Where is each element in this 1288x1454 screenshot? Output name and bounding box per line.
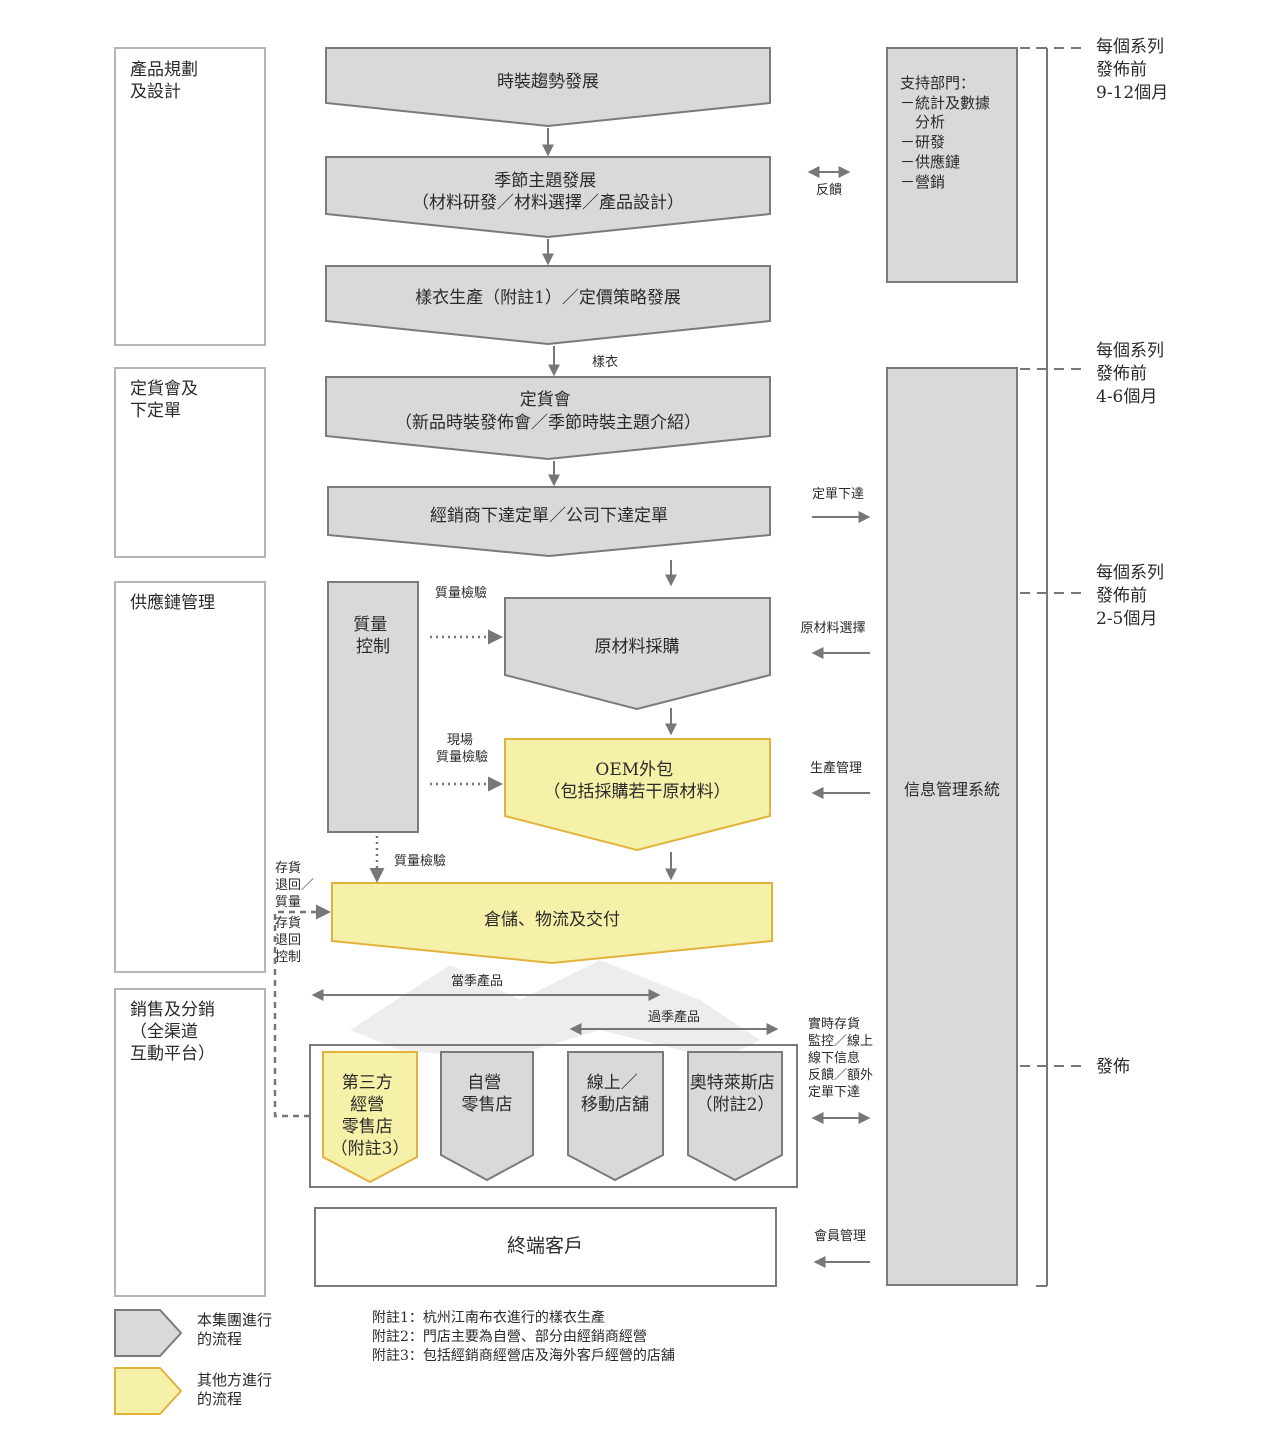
step-warehousing bbox=[331, 882, 773, 965]
timeline-label-2-5: 每個系列 發佈前 2-5個月 bbox=[1096, 563, 1169, 629]
timeline-label-4-6: 每個系列 發佈前 4-6個月 bbox=[1096, 341, 1169, 407]
step-sample-label: 樣衣生產（附註1）／定價策略發展 bbox=[415, 288, 681, 308]
step-trend bbox=[325, 47, 771, 128]
stage-label-design: 產品規劃 及設計 bbox=[130, 60, 203, 102]
channel-third-party-label: 第三方 經營 零售店 （附註3） bbox=[331, 1073, 410, 1159]
step-place-orders-label: 經銷商下達定單／公司下達定單 bbox=[430, 506, 668, 526]
step-theme-label: 季節主題發展 （材料研發／材料選擇／產品設計） bbox=[412, 171, 684, 213]
support-departments-box bbox=[886, 47, 1018, 283]
main-flow-arrows bbox=[542, 128, 677, 881]
return-label-right: 存貨 退回 控制 bbox=[275, 915, 305, 965]
stage-label-supply-chain: 供應鏈管理 bbox=[130, 592, 215, 613]
qc-inspect-label-1: 質量檢驗 bbox=[435, 585, 487, 601]
realtime-label: 實時存貨 監控／線上 線下信息 反饋／額外 定單下達 bbox=[808, 1016, 877, 1100]
timeline-bracket bbox=[1036, 47, 1048, 1287]
step-order-fair bbox=[325, 376, 771, 461]
stage-frame-sales bbox=[114, 988, 266, 1297]
step-trend-label: 時裝趨勢發展 bbox=[497, 72, 599, 92]
channel-self-operated bbox=[440, 1051, 534, 1182]
info-system-arrows bbox=[807, 166, 871, 1268]
qc-inspect-label-2: 質量檢驗 bbox=[394, 853, 446, 869]
quality-control-label: 質量 控制 bbox=[353, 615, 392, 657]
step-oem bbox=[504, 738, 771, 852]
channel-outlet-label: 奧特萊斯店 （附註2） bbox=[690, 1073, 780, 1115]
order-issue-label: 定單下達 bbox=[812, 487, 864, 502]
legend-gray-swatch bbox=[114, 1309, 183, 1357]
channel-third-party bbox=[322, 1051, 418, 1184]
stage-label-ordering: 定貨會及 下定單 bbox=[130, 379, 203, 421]
step-warehousing-label: 倉儲、物流及交付 bbox=[484, 910, 620, 930]
past-season-label: 過季產品 bbox=[648, 1009, 700, 1025]
footnotes: 附註1：杭州江南布衣進行的樣衣生產 附註2：門店主要為自營、部分由經銷商經營 附… bbox=[372, 1309, 675, 1364]
timeline-label-9-12: 每個系列 發佈前 9-12個月 bbox=[1096, 37, 1169, 103]
step-sample bbox=[325, 265, 771, 346]
step-oem-label: OEM外包 （包括採購若干原材料） bbox=[544, 760, 731, 802]
step-order-fair-label: 定貨會 （新品時裝發佈會／季節時裝主題介紹） bbox=[395, 390, 701, 433]
qc-inspect-label-onsite: 現場 質量檢驗 bbox=[436, 733, 488, 765]
channel-online-mobile-label: 線上／ 移動店舖 bbox=[581, 1073, 649, 1115]
stage-frame-ordering bbox=[114, 367, 266, 558]
quality-control-box bbox=[327, 581, 419, 833]
end-customer-label: 終端客戶 bbox=[507, 1235, 583, 1257]
material-select-label: 原材料選擇 bbox=[800, 620, 865, 636]
channel-online-mobile bbox=[567, 1051, 664, 1182]
legend-yellow-label: 其他方進行 的流程 bbox=[197, 1371, 277, 1408]
legend-gray-label: 本集團進行 的流程 bbox=[197, 1311, 277, 1348]
support-departments-label: 支持部門： －統計及數據 分析 －研發 －供應鏈 －營銷 bbox=[900, 74, 995, 191]
end-customer-box bbox=[314, 1207, 777, 1287]
timeline-ticks bbox=[1020, 47, 1085, 1067]
legend-yellow-swatch bbox=[114, 1367, 183, 1415]
timeline-label-launch: 發佈 bbox=[1096, 1057, 1130, 1077]
step-procurement-label: 原材料採購 bbox=[595, 637, 680, 657]
return-dashed-path bbox=[273, 904, 331, 1118]
stage-label-sales: 銷售及分銷 （全渠道 互動平台） bbox=[130, 1000, 220, 1064]
sample-garment-label: 樣衣 bbox=[592, 354, 618, 370]
current-season-label: 當季產品 bbox=[451, 973, 503, 989]
info-system-box bbox=[886, 367, 1018, 1286]
channel-self-operated-label: 自營 零售店 bbox=[462, 1073, 513, 1115]
step-theme bbox=[325, 156, 771, 239]
production-mgmt-label: 生產管理 bbox=[810, 760, 862, 776]
qc-dotted-arrows bbox=[369, 629, 503, 883]
step-procurement bbox=[504, 597, 771, 711]
member-mgmt-label: 會員管理 bbox=[814, 1229, 866, 1244]
stage-frame-design bbox=[114, 47, 266, 346]
channel-outlet bbox=[687, 1051, 783, 1182]
background-watermark bbox=[350, 960, 760, 1060]
season-arrows bbox=[311, 989, 779, 1035]
info-system-label: 信息管理系統 bbox=[904, 780, 1000, 799]
stage-frame-supply-chain bbox=[114, 581, 266, 973]
return-label-left: 存貨 退回／ 質量 bbox=[275, 860, 318, 910]
step-place-orders bbox=[327, 486, 771, 558]
feedback-label: 反饋 bbox=[816, 183, 842, 198]
